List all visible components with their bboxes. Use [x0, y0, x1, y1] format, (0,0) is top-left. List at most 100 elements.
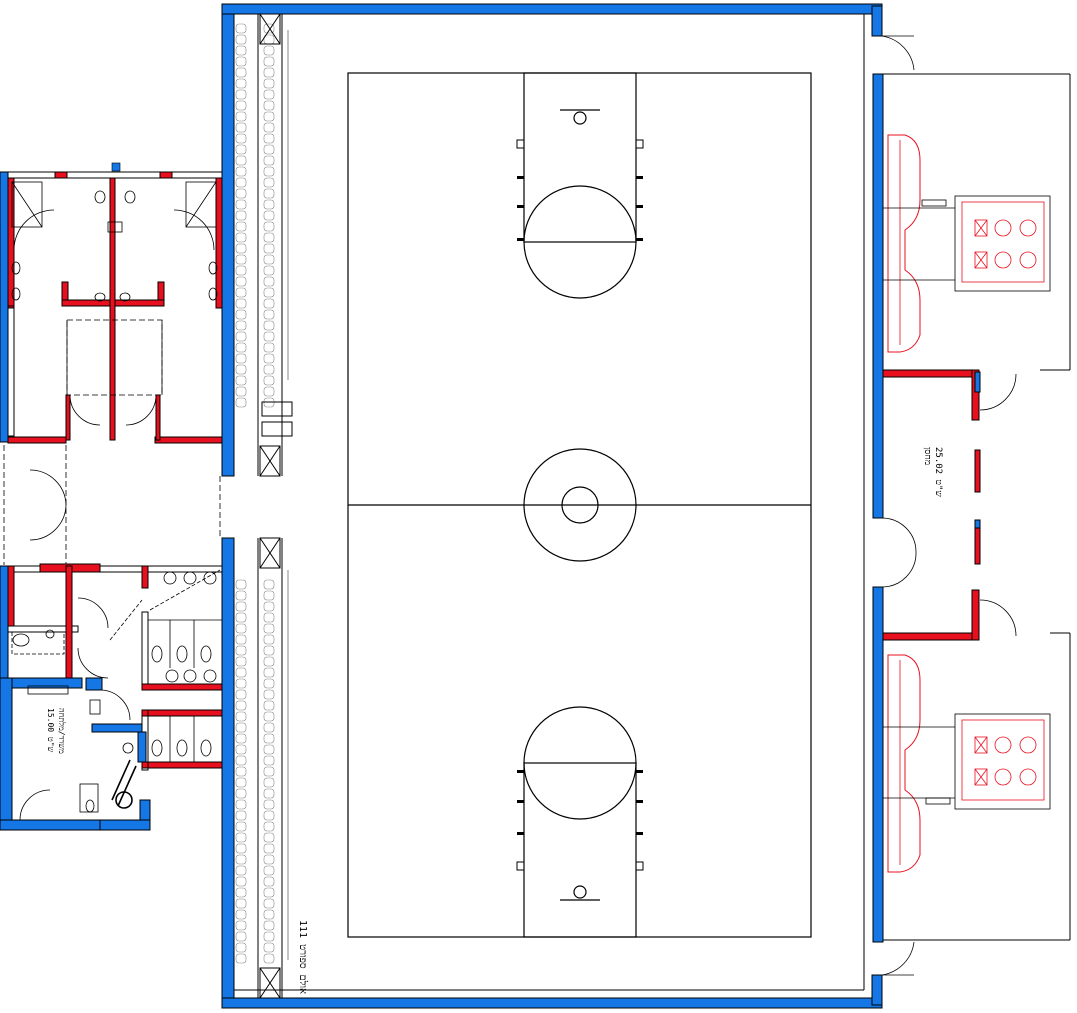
bleacher-seat — [235, 689, 247, 700]
bleacher-seat — [235, 331, 247, 342]
bleacher-seat — [263, 788, 275, 799]
storage-name: מחסן — [922, 447, 932, 465]
bleacher-seat — [263, 166, 275, 177]
bleacher-seat — [235, 788, 247, 799]
bleacher-seat — [263, 821, 275, 832]
toilet-icon — [176, 739, 188, 757]
bleacher-seat — [235, 909, 247, 920]
door-swing-icon — [881, 517, 917, 553]
bleacher-seat — [263, 931, 275, 942]
fans-bottom — [974, 736, 1037, 786]
duct-icon — [887, 134, 921, 353]
bleacher-seat — [235, 953, 247, 964]
bleacher-seat — [263, 45, 275, 56]
structural-markers — [259, 13, 293, 999]
hvac-unit-icon — [954, 195, 1051, 292]
bleacher-seat — [235, 744, 247, 755]
bleacher-seat — [263, 711, 275, 722]
bleacher-seat — [263, 909, 275, 920]
bleacher-seat — [235, 364, 247, 375]
bleacher-seat — [263, 843, 275, 854]
door-swing-icon — [881, 35, 915, 71]
left-bottom-fixtures — [11, 569, 222, 821]
fan-icon — [1019, 219, 1037, 237]
bleacher-seat — [263, 612, 275, 623]
corridor — [3, 445, 221, 565]
hvac-unit-bottom — [883, 654, 1051, 873]
toilet-icon — [200, 645, 212, 663]
hvac-unit-icon — [954, 713, 1051, 810]
bleacher-seat — [263, 276, 275, 287]
door-swing-icon — [881, 551, 917, 588]
toilet-icon — [176, 645, 188, 663]
bleacher-seat — [235, 23, 247, 34]
bleacher-seat — [263, 177, 275, 188]
bleacher-seat — [263, 199, 275, 210]
bleacher-seat — [263, 700, 275, 711]
fan-icon — [1019, 251, 1037, 269]
bleacher-seat — [235, 298, 247, 309]
bleacher-seat — [263, 144, 275, 155]
bleacher-seat — [235, 67, 247, 78]
door-swing-icon — [77, 597, 109, 629]
door-swing-icon — [99, 689, 131, 721]
bleacher-seat — [263, 656, 275, 667]
door-swing-icon — [19, 789, 51, 821]
bleacher-seat — [235, 612, 247, 623]
bleacher-seat — [263, 854, 275, 865]
fan-icon — [1019, 768, 1037, 786]
door-swing-icon — [77, 647, 109, 679]
bleacher-seat — [263, 920, 275, 931]
bleacher-seat — [263, 287, 275, 298]
bleacher-seat — [235, 133, 247, 144]
bleacher-seat — [263, 386, 275, 397]
bleacher-seat — [235, 188, 247, 199]
storage-room-label: מחסן ש"ט 25.02 — [922, 447, 943, 497]
door-swing-icon — [979, 373, 1017, 411]
bleacher-seat — [235, 353, 247, 364]
bleacher-seat — [235, 221, 247, 232]
bleacher-seat — [263, 122, 275, 133]
bleacher-seat — [235, 579, 247, 590]
left-bottom-wing-walls — [0, 563, 223, 831]
bleacher-seat — [263, 353, 275, 364]
fan-icon — [994, 219, 1012, 237]
fan-icon — [994, 251, 1012, 269]
bleacher-seat — [235, 810, 247, 821]
bleacher-seat — [235, 931, 247, 942]
toilet-icon — [151, 645, 163, 663]
bleacher-seat — [263, 188, 275, 199]
bleacher-seat — [263, 111, 275, 122]
bleacher-seat — [263, 766, 275, 777]
bleacher-seat — [235, 887, 247, 898]
bleacher-seat — [263, 953, 275, 964]
door-swing-icon — [125, 394, 157, 426]
toilet-icon — [208, 287, 218, 301]
toilet-icon — [183, 669, 197, 683]
sink-icon — [119, 292, 131, 302]
bleacher-seat — [235, 166, 247, 177]
bleacher-seat — [235, 122, 247, 133]
bleacher-seat — [263, 232, 275, 243]
bleacher-seat — [235, 678, 247, 689]
bleacher-seat — [235, 799, 247, 810]
bleacher-seat — [235, 177, 247, 188]
bleacher-seat — [263, 23, 275, 34]
bleacher-seat — [235, 821, 247, 832]
duct-icon — [887, 654, 921, 873]
bleacher-seat — [235, 700, 247, 711]
bleacher-seat — [263, 309, 275, 320]
bleacher-seat — [235, 656, 247, 667]
bleacher-seat — [235, 375, 247, 386]
bleacher-seat — [235, 634, 247, 645]
bleacher-seat — [263, 942, 275, 953]
hall-exterior-walls — [221, 3, 884, 1009]
office-area: ש"ט 15.00 — [46, 708, 55, 753]
bleacher-seat — [235, 590, 247, 601]
bleacher-seat — [263, 733, 275, 744]
bleacher-seat — [235, 210, 247, 221]
basketball-court — [347, 72, 812, 938]
hvac-unit-top — [883, 134, 1051, 353]
bleacher-seat — [235, 45, 247, 56]
sink-icon — [94, 190, 106, 204]
